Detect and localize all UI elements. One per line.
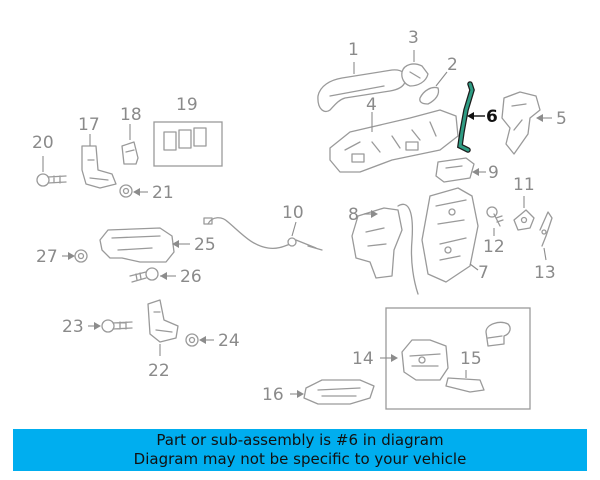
part-16-trim-plate: [303, 379, 375, 405]
callout-18: 18: [120, 105, 142, 125]
part-24-nut: [185, 333, 199, 347]
callout-16: 16: [262, 385, 284, 405]
part-27-nut: [74, 249, 88, 263]
part-25-check-link: [99, 227, 175, 263]
callout-9: 9: [488, 163, 499, 183]
part-6-rod-highlighted: [456, 81, 475, 153]
part-23-bolt: [101, 319, 133, 333]
callout-11: 11: [513, 175, 535, 195]
part-17-bracket: [81, 145, 117, 189]
part-12-screw: [486, 206, 504, 227]
callout-21: 21: [152, 183, 174, 203]
callout-4: 4: [366, 95, 377, 115]
part-26-bolt: [129, 267, 159, 283]
callout-6: 6: [486, 107, 498, 127]
part-13-clip: [539, 211, 553, 247]
callout-22: 22: [148, 361, 170, 381]
callout-5: 5: [556, 109, 567, 129]
part-5-bracket: [501, 91, 541, 155]
part-10-cable: [203, 217, 323, 251]
callout-19: 19: [176, 95, 198, 115]
part-18-bracket: [121, 141, 139, 165]
info-banner: Part or sub-assembly is #6 in diagram Di…: [13, 429, 587, 471]
parts-diagram: 1 3 2 4 6 5 9: [32, 28, 567, 410]
part-21-nut: [119, 184, 133, 198]
part-19-clip-set: [153, 121, 223, 167]
part-9-bracket: [435, 157, 475, 183]
callout-20: 20: [32, 133, 54, 153]
part-8-bracket: [351, 203, 419, 295]
callout-1: 1: [348, 40, 359, 60]
callout-25: 25: [194, 235, 216, 255]
banner-line-1: Part or sub-assembly is #6 in diagram: [156, 431, 444, 449]
callout-13: 13: [534, 263, 556, 283]
callout-3: 3: [408, 28, 419, 48]
part-15-pad: [445, 377, 485, 393]
callout-12: 12: [483, 237, 505, 257]
callout-27: 27: [36, 247, 58, 267]
part-14-latch-kit: [385, 307, 531, 410]
callout-10: 10: [282, 203, 304, 223]
callout-17: 17: [78, 115, 100, 135]
part-11-clip: [513, 209, 535, 231]
part-22-bracket: [147, 299, 179, 343]
part-1-outside-handle: [317, 69, 407, 113]
callout-8: 8: [348, 205, 359, 225]
part-2-cap: [419, 86, 440, 105]
banner-line-2: Diagram may not be specific to your vehi…: [133, 450, 467, 468]
part-3-handle-cap: [401, 63, 429, 87]
callout-15: 15: [460, 349, 482, 369]
callout-14: 14: [352, 349, 374, 369]
callout-2: 2: [447, 55, 458, 75]
part-7-latch: [421, 187, 479, 283]
callout-24: 24: [218, 331, 240, 351]
part-20-bolt: [36, 173, 67, 187]
part-4-handle-bracket: [329, 109, 459, 173]
callout-7: 7: [478, 263, 489, 283]
callout-23: 23: [62, 317, 84, 337]
callout-26: 26: [180, 267, 202, 287]
